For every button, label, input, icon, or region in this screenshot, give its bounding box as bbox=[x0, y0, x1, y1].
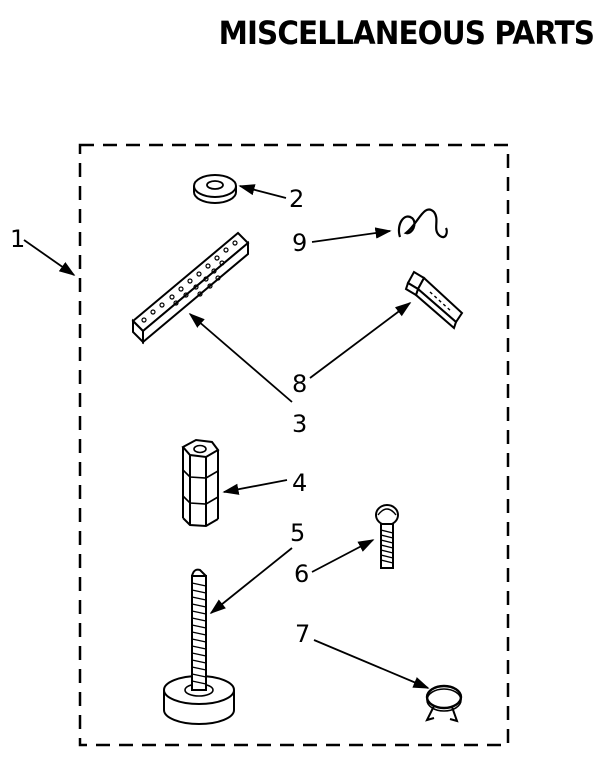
callout-number-5: 5 bbox=[290, 519, 305, 547]
callout-8: 8 bbox=[292, 302, 412, 398]
callout-number-3: 3 bbox=[292, 410, 307, 438]
callout-2: 2 bbox=[238, 184, 304, 213]
callout-1: 1 bbox=[10, 225, 76, 276]
callout-number-9: 9 bbox=[292, 229, 307, 257]
callout-number-2: 2 bbox=[289, 185, 304, 213]
spring-clip-icon bbox=[397, 208, 448, 239]
callout-number-7: 7 bbox=[295, 620, 310, 648]
leveling-leg-icon bbox=[163, 568, 235, 725]
bolt-icon bbox=[375, 504, 399, 569]
callout-number-6: 6 bbox=[294, 560, 309, 588]
washer-icon bbox=[193, 174, 237, 204]
kit-outline bbox=[78, 143, 510, 747]
callout-number-1: 1 bbox=[10, 225, 25, 253]
callout-5: 5 bbox=[209, 519, 305, 615]
callout-number-8: 8 bbox=[292, 370, 307, 398]
callout-4: 4 bbox=[222, 469, 307, 497]
hose-clamp-icon bbox=[425, 684, 463, 723]
callout-number-4: 4 bbox=[292, 469, 307, 497]
callout-7: 7 bbox=[295, 620, 430, 689]
callout-9: 9 bbox=[292, 227, 392, 257]
hex-coupling-icon bbox=[181, 438, 220, 528]
strap-clip-icon bbox=[404, 270, 464, 330]
callout-6: 6 bbox=[294, 539, 375, 588]
page-title: MISCELLANEOUS PARTS bbox=[218, 14, 595, 52]
perforated-bracket-icon bbox=[131, 231, 250, 345]
callout-3: 3 bbox=[188, 312, 307, 438]
